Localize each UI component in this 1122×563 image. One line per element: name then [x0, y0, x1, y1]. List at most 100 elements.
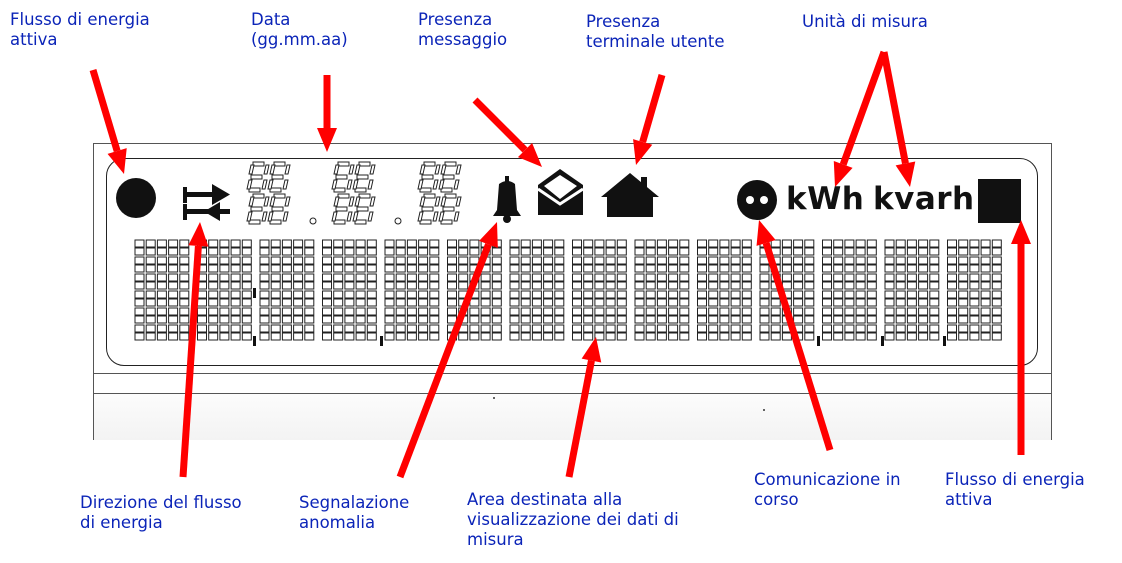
dot-matrix-cell — [929, 273, 940, 282]
dot-matrix-cell — [594, 247, 605, 256]
matrix-marker — [253, 336, 256, 346]
arrow-head — [581, 337, 602, 363]
segment — [453, 211, 460, 222]
dot-matrix-cell — [156, 298, 167, 307]
dot-matrix-cell — [668, 239, 679, 248]
dot-matrix-cell — [418, 239, 429, 248]
dot-matrix-cell — [656, 264, 667, 273]
dot-matrix-cell — [645, 290, 656, 299]
dot-matrix-cell — [355, 324, 366, 333]
dot-matrix-cell — [219, 247, 230, 256]
dot-matrix-cell — [634, 247, 645, 256]
dot-matrix-cell — [480, 273, 491, 282]
dot-matrix-cell — [491, 247, 502, 256]
dot-matrix-cell — [543, 324, 554, 333]
dot-matrix-cell — [520, 247, 531, 256]
dot-matrix-cell — [322, 239, 332, 248]
dot-matrix-cell — [730, 315, 741, 324]
dot-matrix-cell — [679, 264, 690, 273]
dot-matrix-cell — [741, 324, 752, 333]
dot-matrix-cell — [929, 324, 940, 333]
dot-matrix-cell — [833, 298, 844, 307]
dot-matrix-cell — [929, 264, 940, 273]
dot-matrix-cell — [469, 332, 480, 341]
dot-matrix-cell — [259, 315, 270, 324]
dot-matrix-cell — [980, 256, 991, 265]
dot-matrix-cell — [804, 332, 815, 341]
dot-matrix-cell — [179, 273, 190, 282]
dot-matrix-cell — [156, 273, 167, 282]
arrow-head — [479, 222, 498, 248]
segment — [269, 219, 282, 225]
dot-matrix-cell — [645, 247, 656, 256]
dot-matrix-cell — [543, 273, 554, 282]
dot-matrix-cell — [447, 290, 457, 299]
segment — [356, 174, 369, 180]
dot-matrix-cell — [918, 239, 929, 248]
arrow-shaft — [839, 50, 888, 166]
dot-matrix-cell — [708, 273, 719, 282]
arrow-head — [107, 148, 127, 174]
dot-matrix-cell — [145, 298, 156, 307]
dot-matrix-cell — [355, 332, 366, 341]
dot-matrix-cell — [804, 247, 815, 256]
segment — [282, 179, 289, 190]
dot-matrix-cell — [991, 273, 1002, 282]
dot-matrix-cell — [759, 264, 770, 273]
dot-matrix-cell — [281, 315, 292, 324]
dot-matrix-cell — [793, 281, 804, 290]
dot-matrix-cell — [583, 324, 594, 333]
dot-matrix-cell — [509, 315, 520, 324]
dot-matrix-cell — [759, 290, 770, 299]
dot-matrix-cell — [958, 264, 969, 273]
dot-matrix-cell — [418, 324, 429, 333]
dot-matrix-cell — [531, 307, 542, 316]
dot-matrix-cell — [634, 298, 645, 307]
dot-matrix-cell — [708, 281, 719, 290]
dot-matrix-cell — [554, 281, 565, 290]
dot-matrix-cell — [418, 281, 429, 290]
dot-matrix-cell — [668, 307, 679, 316]
dot-matrix-cell — [895, 273, 906, 282]
dot-matrix-cell — [168, 239, 179, 248]
dot-matrix-cell — [645, 332, 656, 341]
dot-matrix-cell — [230, 307, 241, 316]
dot-matrix-cell — [719, 298, 730, 307]
dot-matrix-cell — [866, 332, 877, 341]
dot-matrix-cell — [179, 315, 190, 324]
dot-matrix-cell — [543, 290, 554, 299]
dot-matrix-cell — [179, 256, 190, 265]
dot-matrix-cell — [395, 264, 406, 273]
dot-matrix-cell — [355, 256, 366, 265]
dot-matrix-cell — [572, 324, 582, 333]
dot-matrix-cell — [884, 264, 895, 273]
dot-matrix-cell — [759, 332, 770, 341]
dot-matrix-cell — [230, 239, 241, 248]
dot-matrix-cell — [708, 239, 719, 248]
dot-matrix-cell — [447, 298, 457, 307]
dot-matrix-cell — [906, 315, 917, 324]
arrow-shaft — [880, 51, 909, 165]
dot-matrix-cell — [208, 290, 219, 299]
dot-matrix-cell — [418, 256, 429, 265]
dot-matrix-cell — [208, 298, 219, 307]
dot-matrix-cell — [281, 290, 292, 299]
dot-matrix-cell — [197, 290, 207, 299]
segment — [352, 179, 359, 190]
segment — [267, 211, 274, 222]
segment — [263, 196, 270, 207]
dot-matrix-cell — [355, 281, 366, 290]
dot-matrix-cell — [259, 256, 270, 265]
dot-matrix-cell — [616, 281, 627, 290]
dot-matrix-cell — [208, 256, 219, 265]
dot-matrix-cell — [679, 307, 690, 316]
dot-matrix-cell — [895, 281, 906, 290]
dot-matrix-cell — [594, 324, 605, 333]
segment — [434, 164, 441, 175]
dot-matrix-cell — [355, 298, 366, 307]
dot-matrix-cell — [855, 290, 866, 299]
dot-matrix-cell — [947, 290, 957, 299]
dot-matrix-cell — [730, 256, 741, 265]
dot-matrix-cell — [833, 307, 844, 316]
dot-matrix-cell — [366, 256, 377, 265]
